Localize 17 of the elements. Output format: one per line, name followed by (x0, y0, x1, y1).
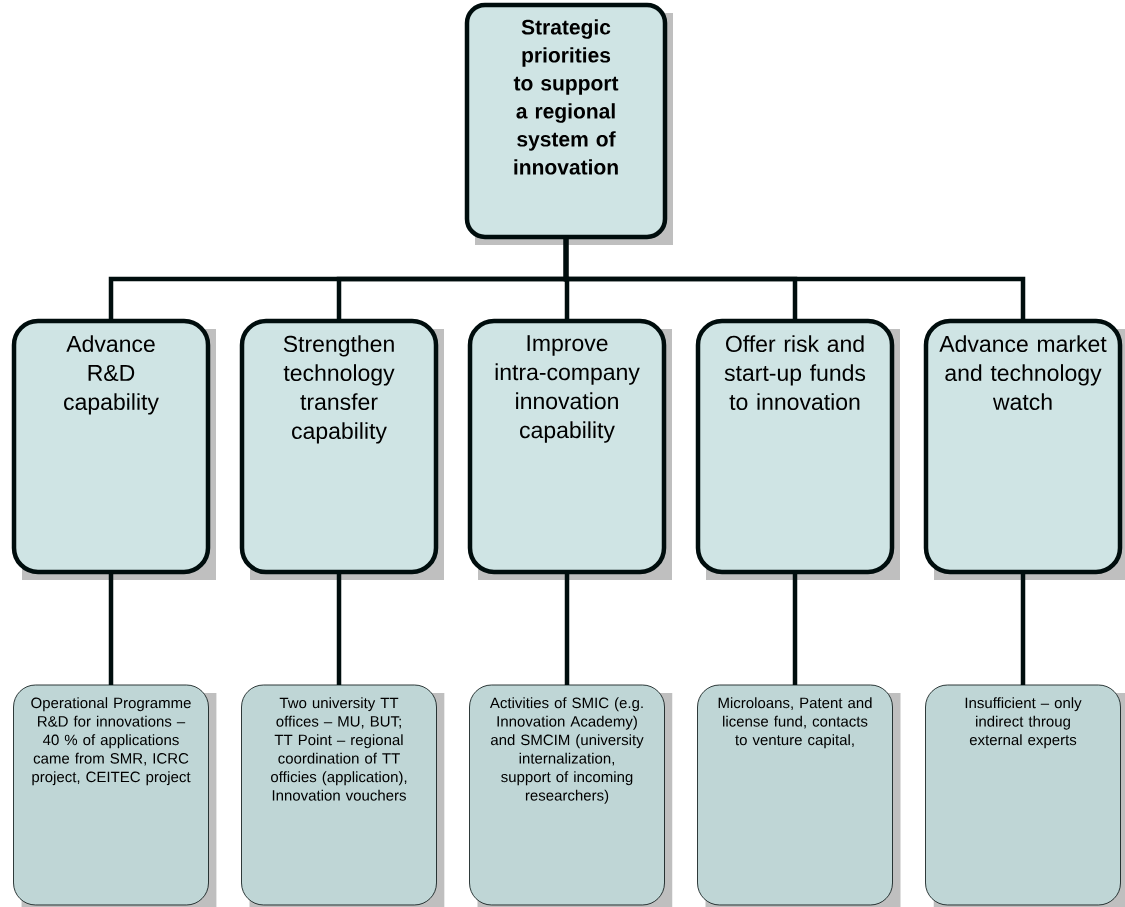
priority-box: Advance R&D capability (11, 318, 216, 580)
description-box: Activities of SMIC (e.g. Innovation Academy) and SMCIM (university internalization, support of incoming researchers) (469, 684, 673, 907)
connector-line (564, 572, 570, 685)
connector-line (563, 237, 1026, 321)
priority-box: Improve intra-company innovation capability (467, 318, 672, 580)
description-box: Operational Programme R&D for innovations – 40 % of applications came from SMR, ICRC project, CEITEC project (13, 684, 217, 907)
description-box: Microloans, Patent and license fund, contacts to venture capital, (697, 684, 901, 907)
connector-line (108, 572, 114, 685)
description-box: Two university TT offices – MU, BUT; TT Point – regional coordination of TT officies (application), Innovation vouchers (241, 684, 445, 907)
description-box: Insufficient – only indirect throug external experts (925, 684, 1125, 907)
priority-box: Advance market and technology watch (923, 318, 1125, 580)
connector-line (792, 572, 798, 685)
connector-line (1020, 572, 1026, 685)
connector-line (336, 572, 342, 685)
priority-box: Offer risk and start-up funds to innovation (695, 318, 900, 580)
priority-box: Strengthen technology transfer capability (239, 318, 444, 580)
title-box: Strategic priorities to support a regional system of innovation (464, 2, 673, 245)
